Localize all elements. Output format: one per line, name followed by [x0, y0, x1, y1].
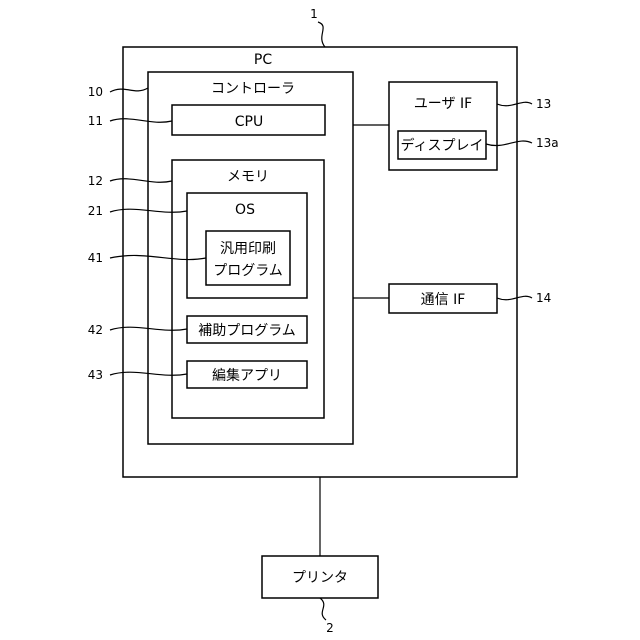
- pc-label: PC: [254, 52, 272, 68]
- ref-10: 10: [88, 85, 103, 99]
- ref-13a: 13a: [536, 136, 559, 150]
- ref-12: 12: [88, 174, 103, 188]
- display-label: ディスプレイ: [400, 137, 483, 154]
- ref-2: 2: [326, 621, 334, 635]
- ref-43: 43: [88, 368, 103, 382]
- cpu-label: CPU: [235, 114, 263, 130]
- ref-42: 42: [88, 323, 103, 337]
- ref-21: 21: [88, 204, 103, 218]
- user-if-label: ユーザ IF: [414, 96, 472, 112]
- ref-13: 13: [536, 97, 551, 111]
- aux-program-label: 補助プログラム: [198, 323, 296, 339]
- ref-1: 1: [310, 7, 318, 21]
- edit-app-label: 編集アプリ: [212, 367, 282, 384]
- memory-label: メモリ: [227, 169, 269, 185]
- ref-14: 14: [536, 291, 551, 305]
- leader-2: [320, 598, 326, 620]
- leader-1: [318, 22, 325, 47]
- ref-11: 11: [88, 114, 103, 128]
- printer-label: プリンタ: [292, 570, 348, 586]
- os-label: OS: [235, 202, 255, 218]
- ref-41: 41: [88, 251, 103, 265]
- universal-print-label-line1: 汎用印刷: [220, 241, 276, 257]
- controller-label: コントローラ: [211, 81, 295, 97]
- universal-print-label-line2: プログラム: [213, 263, 283, 279]
- comm-if-label: 通信 IF: [421, 292, 466, 308]
